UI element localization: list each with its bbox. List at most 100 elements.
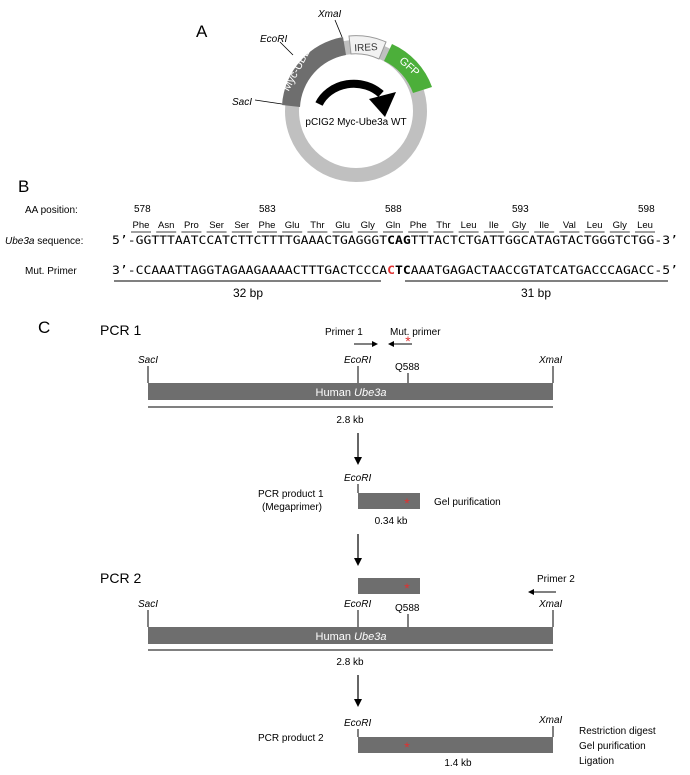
pcr2-gene-prefix: Human bbox=[316, 631, 355, 643]
sequence-gene-name: Ube3a bbox=[5, 236, 35, 247]
primer2-label: Primer 2 bbox=[537, 574, 575, 585]
product2-bar bbox=[358, 737, 553, 753]
product2-label: PCR product 2 bbox=[258, 733, 324, 744]
plasmid-name: pCIG2 Myc-Ube3a WT bbox=[305, 117, 406, 128]
primer-mutation: C bbox=[387, 264, 395, 277]
position-588: 588 bbox=[385, 204, 402, 215]
ecori-site-label: EcoRI bbox=[260, 34, 287, 45]
amino-acid-label: Gly bbox=[613, 220, 628, 231]
amino-acid-label: Phe bbox=[259, 220, 276, 231]
pcr2-mutation-star: * bbox=[404, 580, 410, 596]
xmai-site-label: XmaI bbox=[317, 9, 342, 20]
pcr1-gene-name: Ube3a bbox=[354, 387, 386, 399]
amino-acid-label: Ser bbox=[234, 220, 249, 231]
sequence-label-suffix: sequence: bbox=[34, 236, 83, 247]
amino-acid-label: Phe bbox=[133, 220, 150, 231]
wt-codon-cag: CAG bbox=[387, 234, 411, 247]
aa-position-label: AA position: bbox=[25, 205, 78, 216]
pcr2-saci: SacI bbox=[138, 599, 158, 610]
pcr1-size: 2.8 kb bbox=[336, 415, 364, 426]
pcr1-gene-label: Human Ube3a bbox=[316, 387, 387, 399]
product2-size: 1.4 kb bbox=[444, 758, 472, 769]
primer1-label: Primer 1 bbox=[325, 327, 363, 338]
amino-acid-label: Thr bbox=[436, 220, 450, 231]
flow-arrowhead-2 bbox=[354, 558, 362, 566]
primer-prefix: 3’- bbox=[112, 264, 136, 277]
mut-primer-arrowhead bbox=[388, 341, 394, 347]
product1-ecori: EcoRI bbox=[344, 473, 371, 484]
pcr2-gene-bar bbox=[148, 627, 553, 644]
gfp-segment bbox=[384, 44, 432, 93]
pcr2-gene-label: Human Ube3a bbox=[316, 631, 387, 643]
pcr2-gene-name: Ube3a bbox=[354, 631, 386, 643]
mut-primer-c-label: Mut. primer bbox=[390, 327, 441, 338]
position-578: 578 bbox=[134, 204, 151, 215]
direction-arrow bbox=[315, 79, 384, 106]
primer-suffix: -5’ bbox=[654, 264, 678, 277]
product2-step-2: Gel purification bbox=[579, 741, 646, 752]
amino-acid-label: Gly bbox=[361, 220, 376, 231]
amino-acid-label: Ile bbox=[489, 220, 499, 231]
position-593: 593 bbox=[512, 204, 529, 215]
pcr2-title: PCR 2 bbox=[100, 570, 141, 586]
left-bp-length: 32 bp bbox=[233, 286, 263, 300]
amino-acid-label: Leu bbox=[637, 220, 653, 231]
amino-acid-label: Asn bbox=[158, 220, 174, 231]
amino-acid-label: Pro bbox=[184, 220, 199, 231]
amino-acid-label: Phe bbox=[410, 220, 427, 231]
wt-seq-prefix: 5’- bbox=[112, 234, 136, 247]
primer2-arrowhead bbox=[528, 589, 534, 595]
flow-arrowhead-3 bbox=[354, 699, 362, 707]
product1-mutation-star: * bbox=[404, 495, 410, 511]
pcr1-gene-bar bbox=[148, 383, 553, 400]
saci-site-line bbox=[254, 99, 283, 105]
pcr2-megaprimer-bar bbox=[358, 578, 420, 594]
product1-bar bbox=[358, 493, 420, 509]
product1-label-line2: (Megaprimer) bbox=[262, 502, 322, 513]
product2-step-1: Restriction digest bbox=[579, 726, 656, 737]
product1-note: Gel purification bbox=[434, 497, 501, 508]
ires-segment bbox=[348, 35, 387, 60]
product2-mutation-star: * bbox=[404, 739, 410, 755]
plasmid-map: Myc-UBE3A IRES GFP XmaI EcoRI SacI pCIG2… bbox=[232, 9, 432, 182]
amino-acid-label: Val bbox=[563, 220, 576, 231]
pcr2-size: 2.8 kb bbox=[336, 657, 364, 668]
flow-arrowhead-1 bbox=[354, 457, 362, 465]
position-583: 583 bbox=[259, 204, 276, 215]
panel-a-label: A bbox=[196, 22, 208, 41]
wt-seq-right: TTTACTCTGATTGGCATAGTACTGGGTCTGG bbox=[411, 234, 655, 247]
primer-right: AAATGAGACTAACCGTATCATGACCCAGACC bbox=[411, 264, 655, 277]
mut-primer-label: Mut. Primer bbox=[25, 266, 77, 277]
amino-acid-label: Glu bbox=[285, 220, 300, 231]
direction-arrowhead bbox=[369, 92, 396, 117]
wt-seq-left: GGTTTAATCCATCTTCTTTTGAAACTGAGGGT bbox=[136, 234, 388, 247]
panel-c-label: C bbox=[38, 318, 50, 337]
panel-b-label: B bbox=[18, 177, 29, 196]
aa-position-numbers: 578 583 588 593 598 bbox=[134, 204, 655, 215]
insert-segment bbox=[282, 37, 346, 107]
product2-ecori: EcoRI bbox=[344, 718, 371, 729]
sequence-label: Ube3a sequence: bbox=[5, 236, 83, 247]
pcr1-title: PCR 1 bbox=[100, 322, 141, 338]
position-598: 598 bbox=[638, 204, 655, 215]
pcr2-q588: Q588 bbox=[395, 603, 420, 614]
amino-acid-label: Gly bbox=[512, 220, 527, 231]
product1-label-line1: PCR product 1 bbox=[258, 489, 324, 500]
amino-acid-label: Leu bbox=[461, 220, 477, 231]
amino-acid-label: Ile bbox=[539, 220, 549, 231]
ecori-site-line bbox=[279, 41, 294, 56]
product2-step-3: Ligation bbox=[579, 756, 614, 767]
pcr1-primer-mutation-star: * bbox=[405, 333, 411, 349]
pcr1-xmai: XmaI bbox=[538, 355, 563, 366]
pcr1-gene-prefix: Human bbox=[316, 387, 355, 399]
pcr1-ecori: EcoRI bbox=[344, 355, 371, 366]
ires-label: IRES bbox=[354, 42, 378, 54]
pcr2-ecori: EcoRI bbox=[344, 599, 371, 610]
primer1-arrowhead bbox=[372, 341, 378, 347]
amino-acid-label: Glu bbox=[335, 220, 350, 231]
product2-xmai: XmaI bbox=[538, 715, 563, 726]
